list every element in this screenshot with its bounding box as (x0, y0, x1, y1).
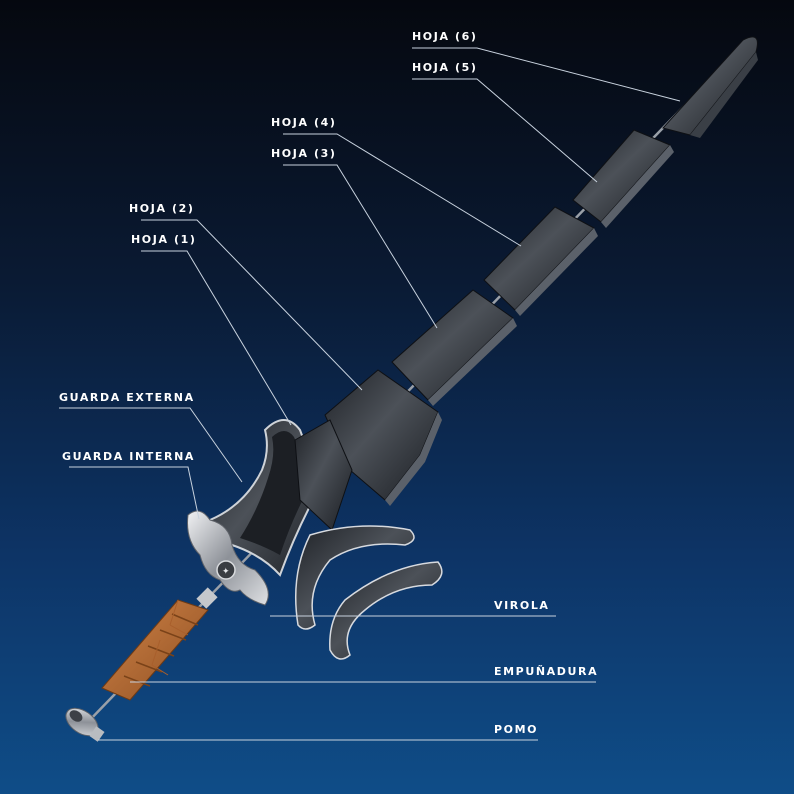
label-virola: VIROLA (494, 599, 550, 612)
leader-hoja-6 (412, 47, 681, 102)
pommel (65, 707, 105, 742)
blade-segment-3 (391, 289, 517, 406)
blade-segment-6 (662, 36, 758, 138)
leader-lines (59, 47, 681, 741)
leader-hoja-5 (412, 78, 598, 183)
grip (101, 587, 218, 701)
blade-segment-1 (294, 419, 353, 531)
label-hoja-2: HOJA (2) (129, 202, 195, 215)
leader-hoja-4 (283, 133, 522, 247)
leader-hoja-1 (141, 250, 292, 426)
label-pomo: POMO (494, 723, 539, 736)
label-hoja-5: HOJA (5) (412, 61, 478, 74)
label-guarda-interna: GUARDA INTERNA (62, 450, 195, 463)
leader-hoja-3 (283, 164, 438, 329)
blade-segment-4 (483, 206, 598, 316)
leader-guarda-externa (59, 407, 243, 483)
leader-guarda-interna (69, 466, 200, 520)
label-hoja-1: HOJA (1) (131, 233, 197, 246)
virola-piece-1 (294, 525, 415, 630)
label-hoja-4: HOJA (4) (271, 116, 337, 129)
blade-segment-5 (572, 129, 674, 228)
leader-hoja-2 (141, 219, 363, 391)
svg-text:✦: ✦ (222, 567, 230, 577)
label-empunadura: EMPUÑADURA (494, 665, 599, 678)
label-guarda-externa: GUARDA EXTERNA (59, 391, 195, 404)
inner-guard: ✦ (187, 510, 269, 606)
label-hoja-3: HOJA (3) (271, 147, 337, 160)
label-hoja-6: HOJA (6) (412, 30, 478, 43)
virola-piece-2 (329, 561, 443, 660)
